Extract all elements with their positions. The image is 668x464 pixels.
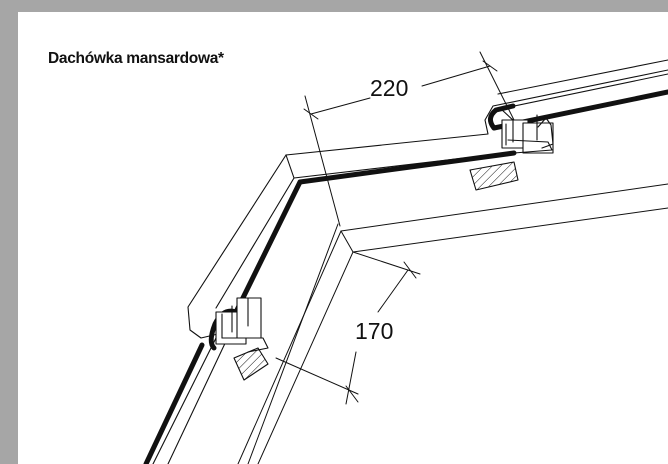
dimension-lines <box>275 51 515 405</box>
tile-profile-thick <box>143 89 668 464</box>
upper-tile-interlock <box>469 114 554 191</box>
mansard-roof-section-drawing: 220 170 <box>143 51 668 464</box>
tile-outline <box>152 59 668 464</box>
page-title: Dachówka mansardowa* <box>48 50 224 67</box>
dimension-label-top: 220 <box>370 75 408 101</box>
rafter-lines <box>237 183 668 464</box>
lower-tile-interlock <box>215 297 269 381</box>
drawing-sheet: Dachówka mansardowa* <box>18 12 668 464</box>
dimension-label-side: 170 <box>355 318 393 344</box>
